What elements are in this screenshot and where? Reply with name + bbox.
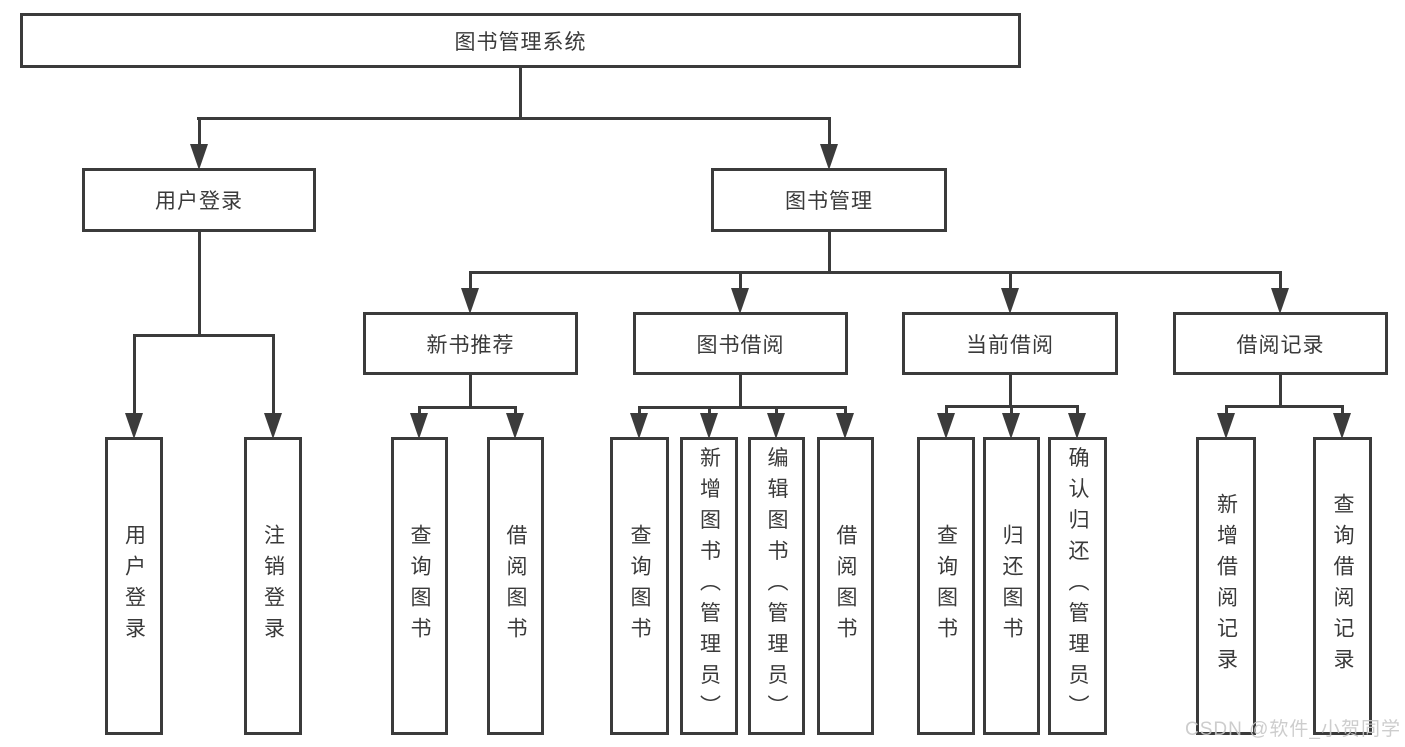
node-label: 图书管理: [785, 190, 873, 213]
connector-line: [828, 117, 831, 149]
node-label: 图书借阅: [696, 333, 785, 357]
connector-line: [828, 232, 831, 274]
leaf-user-login: 用户登录: [105, 437, 163, 735]
connector-line: [638, 406, 641, 418]
connector-line: [638, 406, 847, 409]
leaf-query-borrow-record: 查询借阅记录: [1313, 437, 1372, 735]
connector-line: [519, 68, 522, 118]
node-label: 归还图书: [1000, 524, 1023, 648]
connector-line: [1010, 405, 1013, 418]
arrowhead-icon: [1002, 413, 1020, 439]
leaf-query-books-borrowing: 查询图书: [610, 437, 669, 735]
leaf-borrow-books-recommend: 借阅图书: [487, 437, 544, 735]
leaf-confirm-return-admin: 确认归还（管理员）: [1048, 437, 1107, 735]
node-label: 编辑图书（管理员）: [765, 446, 788, 726]
leaf-logout: 注销登录: [244, 437, 302, 735]
connector-line: [133, 334, 274, 337]
connector-line: [1341, 405, 1344, 418]
node-label: 查询图书: [628, 524, 651, 648]
connector-line: [418, 406, 517, 409]
node-label: 当前借阅: [966, 333, 1054, 357]
node-label: 查询图书: [408, 524, 431, 648]
arrowhead-icon: [1271, 288, 1289, 314]
leaf-add-book-admin: 新增图书（管理员）: [680, 437, 738, 735]
arrowhead-icon: [190, 144, 208, 170]
connector-line: [469, 271, 472, 293]
node-library-management-system: 图书管理系统: [20, 13, 1021, 68]
arrowhead-icon: [461, 288, 479, 314]
connector-line: [739, 375, 742, 408]
node-label: 用户登录: [155, 190, 243, 213]
connector-line: [418, 406, 421, 418]
arrowhead-icon: [700, 413, 718, 439]
leaf-query-books-recommend: 查询图书: [391, 437, 448, 735]
connector-line: [272, 334, 275, 416]
connector-line: [1009, 375, 1012, 407]
connector-line: [739, 271, 742, 293]
connector-line: [775, 406, 778, 418]
connector-line: [133, 334, 136, 416]
arrowhead-icon: [767, 413, 785, 439]
connector-line: [1279, 271, 1282, 293]
node-label: 注销登录: [261, 524, 285, 648]
arrowhead-icon: [1068, 413, 1086, 439]
arrowhead-icon: [630, 413, 648, 439]
arrowhead-icon: [1333, 413, 1351, 439]
connector-line: [844, 406, 847, 418]
node-label: 新增借阅记录: [1214, 493, 1238, 679]
node-label: 确认归还（管理员）: [1066, 446, 1089, 726]
node-label: 查询图书: [934, 524, 958, 648]
leaf-add-borrow-record: 新增借阅记录: [1196, 437, 1256, 735]
node-label: 新书推荐: [426, 333, 515, 357]
connector-line: [1279, 375, 1282, 407]
leaf-query-books-current: 查询图书: [917, 437, 975, 735]
connector-line: [198, 117, 201, 149]
connector-line: [469, 271, 1281, 274]
connector-line: [469, 375, 472, 408]
node-book-management: 图书管理: [711, 168, 947, 232]
node-current-borrowing: 当前借阅: [902, 312, 1118, 375]
node-label: 借阅记录: [1236, 333, 1325, 357]
leaf-borrow-books: 借阅图书: [817, 437, 874, 735]
leaf-return-books: 归还图书: [983, 437, 1040, 735]
arrowhead-icon: [264, 413, 282, 439]
arrowhead-icon: [937, 413, 955, 439]
arrowhead-icon: [125, 413, 143, 439]
node-new-book-recommend: 新书推荐: [363, 312, 578, 375]
connector-line: [514, 406, 517, 418]
node-label: 用户登录: [122, 524, 146, 648]
arrowhead-icon: [506, 413, 524, 439]
arrowhead-icon: [1217, 413, 1235, 439]
connector-line: [708, 406, 711, 418]
arrowhead-icon: [1001, 288, 1019, 314]
node-label: 借阅图书: [834, 524, 857, 648]
node-user-login: 用户登录: [82, 168, 316, 232]
node-borrowing-records: 借阅记录: [1173, 312, 1388, 375]
connector-line: [945, 405, 948, 418]
node-label: 借阅图书: [504, 524, 527, 648]
connector-line: [1009, 271, 1012, 293]
node-label: 图书管理系统: [454, 30, 587, 54]
connector-line: [198, 232, 201, 337]
node-label: 查询借阅记录: [1331, 493, 1354, 679]
node-book-borrowing: 图书借阅: [633, 312, 848, 375]
arrowhead-icon: [820, 144, 838, 170]
csdn-watermark: CSDN @软件_小贺同学: [1185, 719, 1401, 740]
connector-line: [197, 117, 831, 120]
connector-line: [1076, 405, 1079, 418]
arrowhead-icon: [836, 413, 854, 439]
arrowhead-icon: [410, 413, 428, 439]
node-label: 新增图书（管理员）: [697, 446, 721, 726]
connector-line: [1225, 405, 1228, 418]
arrowhead-icon: [731, 288, 749, 314]
connector-line: [1225, 405, 1344, 408]
leaf-edit-book-admin: 编辑图书（管理员）: [748, 437, 805, 735]
